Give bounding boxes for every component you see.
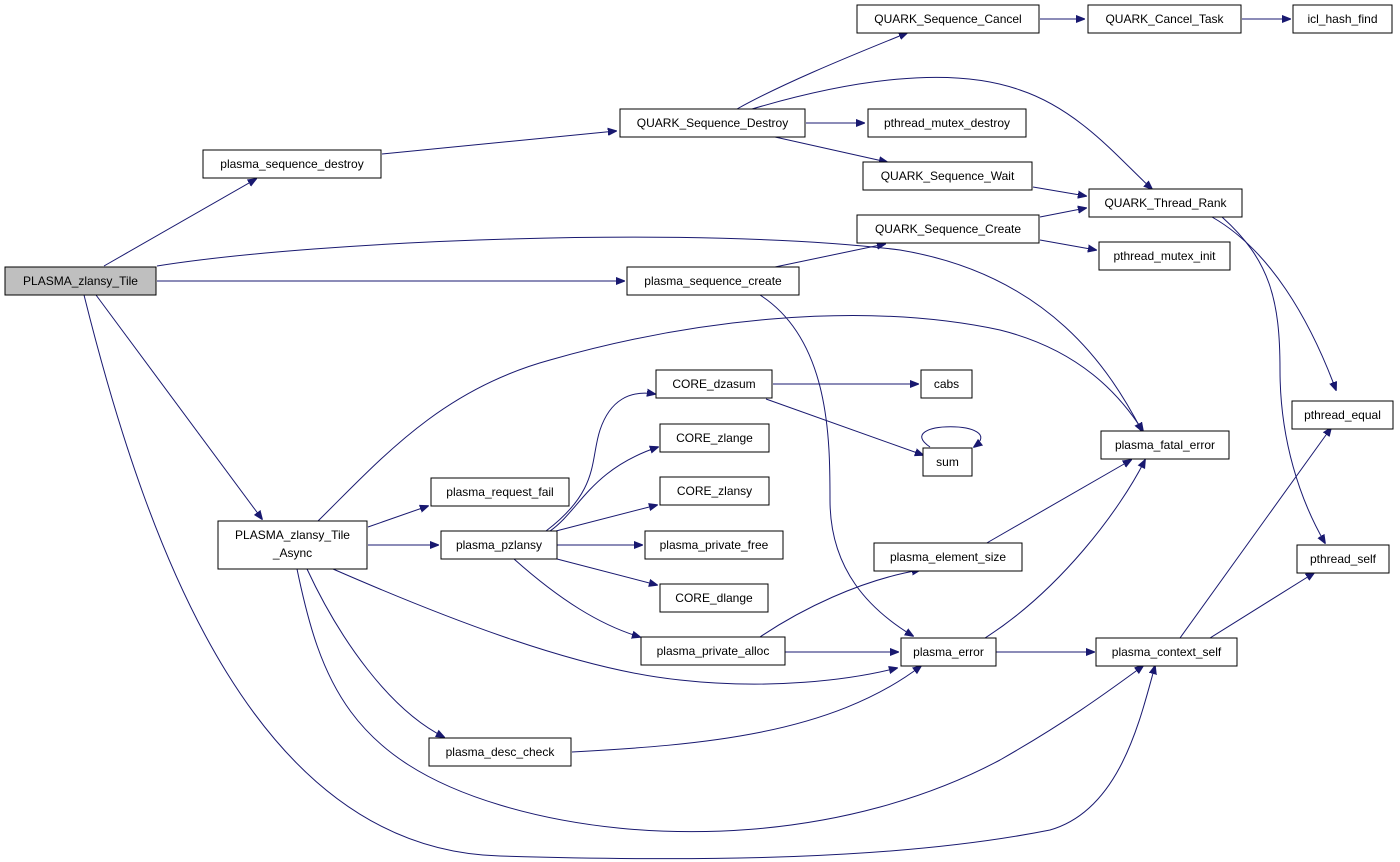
edge-context-self-to-pthread-equal [1179, 428, 1331, 639]
edge-quark-create-to-thread-rank [1039, 208, 1086, 218]
node-quark-sequence-wait[interactable]: QUARK_Sequence_Wait [862, 161, 1033, 191]
edge-root-to-context-self [83, 294, 1155, 860]
node-plasma-desc-check[interactable]: plasma_desc_check [428, 737, 572, 767]
node-label: plasma_context_self [1112, 645, 1222, 659]
node-core-dzasum[interactable]: CORE_dzasum [655, 369, 773, 399]
node-label: sum [936, 455, 959, 469]
node-label: QUARK_Sequence_Wait [881, 169, 1015, 183]
edge-seqcreate-to-plasma-error [759, 294, 913, 636]
node-label: cabs [934, 377, 959, 391]
node-plasma-error[interactable]: plasma_error [900, 637, 997, 667]
node-pthread-mutex-init[interactable]: pthread_mutex_init [1098, 241, 1231, 271]
node-label: QUARK_Sequence_Destroy [637, 116, 788, 130]
edge-async-to-plasma-error [332, 568, 897, 685]
node-sum[interactable]: sum [922, 447, 973, 477]
node-label: CORE_dzasum [672, 377, 755, 391]
edge-pzlansy-to-dzasum [545, 393, 655, 532]
node-label-line1: PLASMA_zlansy_Tile [235, 528, 350, 542]
node-label: plasma_private_free [660, 538, 769, 552]
node-label: pthread_mutex_init [1113, 249, 1216, 263]
edge-pzlansy-to-private-alloc [513, 558, 640, 637]
node-cabs[interactable]: cabs [920, 369, 973, 399]
node-label: CORE_zlansy [677, 484, 752, 498]
edge-error-to-fatal-error [984, 460, 1145, 639]
node-label: plasma_fatal_error [1115, 438, 1215, 452]
node-label: PLASMA_zlansy_Tile [23, 274, 138, 288]
edge-seqcreate-to-quark-create [774, 244, 885, 268]
node-label: CORE_dlange [675, 591, 753, 605]
node-label: plasma_error [913, 645, 984, 659]
node-icl-hash-find[interactable]: icl_hash_find [1292, 4, 1393, 34]
node-label: plasma_element_size [890, 550, 1006, 564]
edge-desc-check-to-error [571, 666, 921, 753]
edge-async-to-request-fail [367, 506, 428, 528]
edge-wait-to-thread-rank [1032, 186, 1086, 196]
node-label: plasma_request_fail [446, 485, 553, 499]
edge-dzasum-to-sum [765, 398, 923, 455]
node-label: QUARK_Cancel_Task [1105, 12, 1224, 26]
node-quark-sequence-cancel[interactable]: QUARK_Sequence_Cancel [856, 4, 1040, 34]
node-plasma-fatal-error[interactable]: plasma_fatal_error [1100, 430, 1230, 460]
node-plasma-element-size[interactable]: plasma_element_size [873, 542, 1023, 572]
edge-element-size-to-fatal-error [984, 460, 1131, 545]
node-label: pthread_mutex_destroy [884, 116, 1010, 130]
node-quark-sequence-create[interactable]: QUARK_Sequence_Create [856, 214, 1040, 244]
edge-quark-destroy-to-thread-rank [751, 76, 1152, 189]
node-label: QUARK_Thread_Rank [1104, 196, 1227, 210]
edge-quark-destroy-to-cancel [736, 33, 907, 110]
node-plasma-zlansy-tile[interactable]: PLASMA_zlansy_Tile [4, 266, 157, 296]
edges [83, 19, 1336, 860]
node-pthread-equal[interactable]: pthread_equal [1291, 400, 1394, 430]
node-plasma-context-self[interactable]: plasma_context_self [1095, 637, 1238, 667]
edge-pzlansy-to-dlange [556, 558, 657, 585]
edge-root-to-fatal-error [156, 236, 1142, 431]
node-label: pthread_self [1310, 552, 1377, 566]
edge-async-to-desc-check [306, 568, 444, 737]
node-pthread-mutex-destroy[interactable]: pthread_mutex_destroy [867, 108, 1027, 138]
node-core-zlansy[interactable]: CORE_zlansy [659, 476, 770, 506]
node-label: QUARK_Sequence_Create [875, 222, 1021, 236]
node-plasma-zlansy-tile-async[interactable]: PLASMA_zlansy_Tile _Async [217, 520, 368, 570]
node-label: plasma_sequence_destroy [220, 157, 363, 171]
edge-context-self-to-pthread-self [1209, 573, 1314, 639]
edge-root-to-sequence-destroy [103, 179, 256, 267]
node-quark-thread-rank[interactable]: QUARK_Thread_Rank [1088, 188, 1243, 218]
node-plasma-sequence-create[interactable]: plasma_sequence_create [626, 266, 800, 296]
edge-async-to-context-self [296, 568, 1143, 833]
node-plasma-pzlansy[interactable]: plasma_pzlansy [440, 530, 558, 560]
edge-quark-destroy-to-wait [774, 136, 887, 162]
node-plasma-private-alloc[interactable]: plasma_private_alloc [640, 636, 786, 666]
node-label: CORE_zlange [676, 431, 753, 445]
node-label-line2: _Async [272, 546, 312, 560]
edge-alloc-to-element-size [759, 570, 920, 638]
node-pthread-self[interactable]: pthread_self [1296, 544, 1390, 574]
node-quark-cancel-task[interactable]: QUARK_Cancel_Task [1087, 4, 1242, 34]
edge-sum-self-loop [921, 426, 981, 447]
edge-root-to-async [95, 294, 262, 519]
edge-pzlansy-to-zlansy [555, 505, 657, 532]
node-label: pthread_equal [1304, 408, 1381, 422]
edge-seqdestroy-to-quark-destroy [381, 131, 616, 155]
node-core-zlange[interactable]: CORE_zlange [659, 423, 770, 453]
nodes: PLASMA_zlansy_Tile plasma_sequence_destr… [4, 4, 1394, 767]
node-label: icl_hash_find [1307, 12, 1377, 26]
node-label: plasma_private_alloc [657, 644, 770, 658]
edge-thread-rank-to-pthread-self [1221, 216, 1325, 543]
node-quark-sequence-destroy[interactable]: QUARK_Sequence_Destroy [619, 108, 806, 138]
node-label: plasma_desc_check [446, 745, 556, 759]
node-label: QUARK_Sequence_Cancel [874, 12, 1021, 26]
node-core-dlange[interactable]: CORE_dlange [659, 583, 769, 613]
node-label: plasma_pzlansy [456, 538, 542, 552]
node-plasma-request-fail[interactable]: plasma_request_fail [430, 477, 570, 507]
edge-pzlansy-to-zlange [549, 447, 658, 532]
node-plasma-private-free[interactable]: plasma_private_free [644, 530, 784, 560]
node-plasma-sequence-destroy[interactable]: plasma_sequence_destroy [202, 149, 382, 179]
edge-quark-create-to-mutex-init [1039, 239, 1096, 250]
edge-thread-rank-to-pthread-equal [1211, 216, 1336, 390]
edge-async-to-fatal-error [317, 315, 1143, 522]
node-label: plasma_sequence_create [644, 274, 782, 288]
